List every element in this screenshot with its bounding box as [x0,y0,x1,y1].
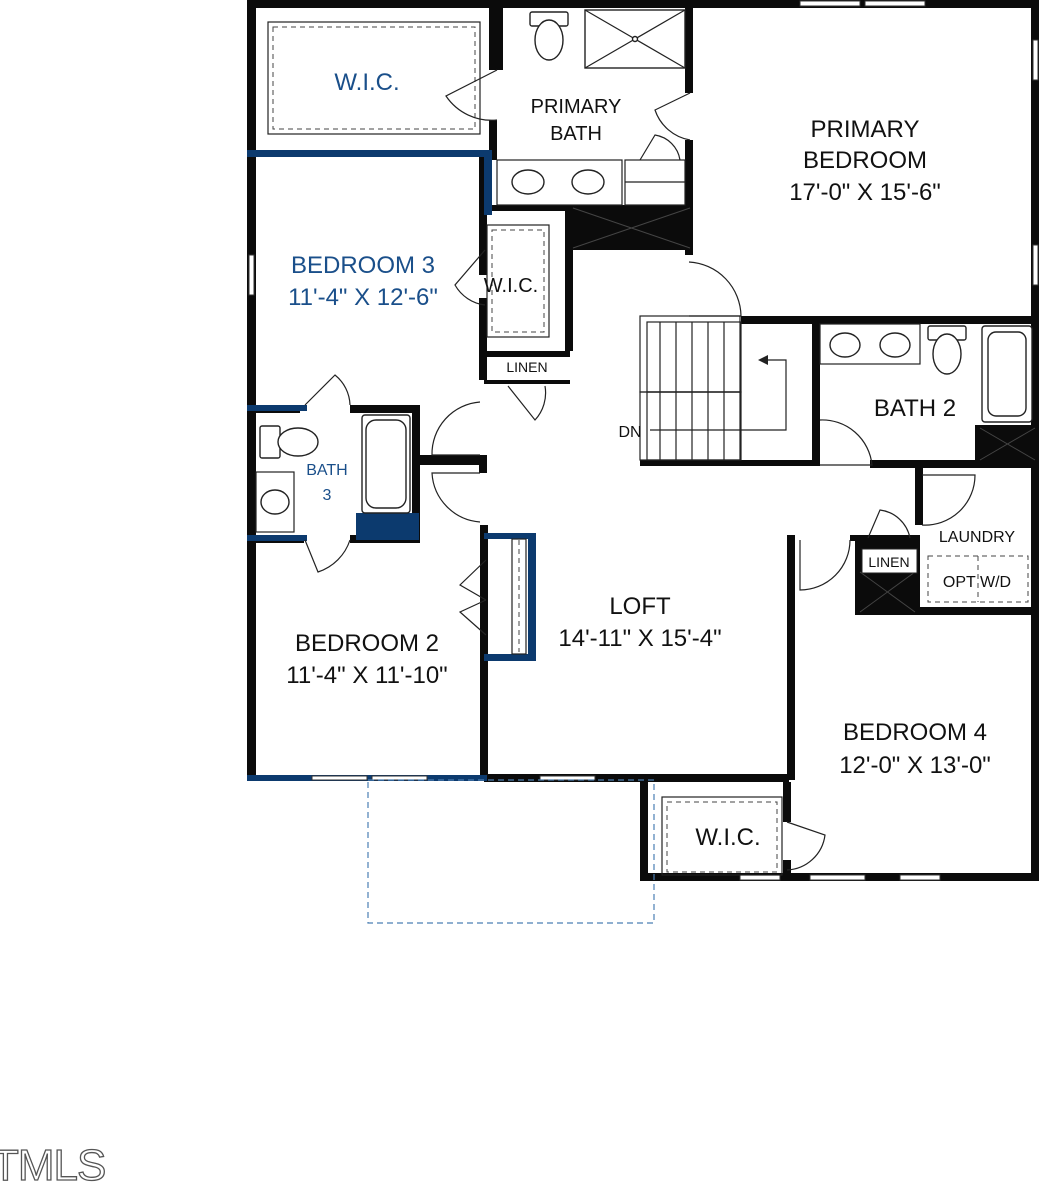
windows [248,0,1039,881]
doors [304,69,976,871]
bedroom4-dims: 12'-0" X 13'-0" [839,752,991,779]
staircase [639,315,787,461]
linen-upper-label: LINEN [506,359,547,375]
wic-primary-label: W.I.C. [334,69,399,96]
linen-lower-label: LINEN [868,554,909,570]
bedroom2-dims: 11'-4" X 11'-10" [286,662,447,689]
primary-bath-label-line1: PRIMARY [531,96,622,118]
bath3-fixtures [255,414,411,533]
bath3-label-line2: 3 [323,487,332,504]
bedroom3-label: BEDROOM 3 [291,252,435,279]
primary-bedroom-dims: 17'-0" X 15'-6" [789,179,941,206]
stairs-down-label: DN [618,424,641,441]
optional-washer-dryer-label: OPT W/D [943,574,1011,591]
optional-patio-outline [367,779,655,924]
closet-shelving [267,21,783,876]
primary-bedroom-label-line1: PRIMARY [811,116,920,143]
primary-bedroom-label-line2: BEDROOM [803,147,927,174]
bath2-fixtures [819,323,1036,461]
primary-bath-fixtures [496,9,691,249]
room-labels: W.I.C. PRIMARY BATH PRIMARY BEDROOM 17'-… [286,69,1015,851]
bedroom2-label: BEDROOM 2 [295,630,439,657]
bath2-label: BATH 2 [874,395,956,422]
primary-bath-label-line2: BATH [550,123,602,145]
laundry-fixtures [859,548,1029,613]
bedroom4-label: BEDROOM 4 [843,719,987,746]
loft-label: LOFT [609,593,671,620]
loft-dims: 14'-11" X 15'-4" [558,625,721,652]
wic-bedroom3-label: W.I.C. [484,275,538,297]
wic-bedroom4-label: W.I.C. [695,824,760,851]
bedroom3-dims: 11'-4" X 12'-6" [288,284,438,311]
bath3-label-line1: BATH [306,462,347,479]
mls-watermark: TMLS [0,1141,105,1183]
laundry-label: LAUNDRY [939,529,1016,546]
